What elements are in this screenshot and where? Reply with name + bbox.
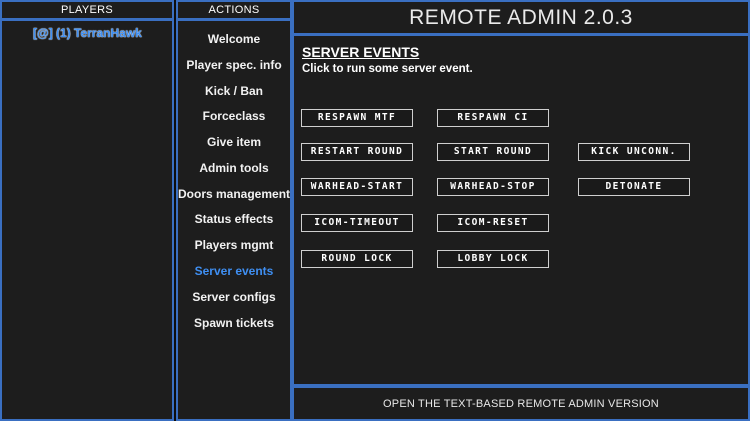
respawn-mtf-button[interactable]: RESPAWN MTF	[301, 109, 413, 127]
lobby-lock-button[interactable]: LOBBY LOCK	[437, 250, 549, 268]
round-lock-button[interactable]: ROUND LOCK	[301, 250, 413, 268]
action-players-mgmt[interactable]: Players mgmt	[194, 238, 274, 252]
action-welcome[interactable]: Welcome	[207, 32, 261, 46]
warhead-start-button[interactable]: WARHEAD-START	[301, 178, 413, 196]
open-text-ra-button[interactable]: OPEN THE TEXT-BASED REMOTE ADMIN VERSION	[292, 386, 750, 421]
actions-menu: Welcome Player spec. info Kick / Ban For…	[176, 19, 292, 421]
player-entry[interactable]: [@] (1) TerranHawk	[33, 26, 142, 40]
action-give-item[interactable]: Give item	[206, 135, 262, 149]
icom-timeout-button[interactable]: ICOM-TIMEOUT	[301, 214, 413, 232]
action-server-events[interactable]: Server events	[194, 264, 274, 278]
action-player-spec-info[interactable]: Player spec. info	[186, 58, 282, 72]
restart-round-button[interactable]: RESTART ROUND	[301, 143, 413, 161]
action-admin-tools[interactable]: Admin tools	[199, 161, 269, 175]
players-header: PLAYERS	[0, 0, 174, 20]
app-title: REMOTE ADMIN 2.0.3	[292, 0, 750, 35]
actions-header: ACTIONS	[176, 0, 292, 20]
action-doors-management[interactable]: Doors management	[178, 187, 291, 201]
action-status-effects[interactable]: Status effects	[194, 212, 274, 226]
start-round-button[interactable]: START ROUND	[437, 143, 549, 161]
respawn-ci-button[interactable]: RESPAWN CI	[437, 109, 549, 127]
action-server-configs[interactable]: Server configs	[192, 290, 276, 304]
server-events-panel: SERVER EVENTS Click to run some server e…	[292, 34, 750, 386]
action-spawn-tickets[interactable]: Spawn tickets	[193, 316, 275, 330]
section-title: SERVER EVENTS	[302, 44, 420, 60]
players-list: [@] (1) TerranHawk	[0, 19, 174, 421]
icom-reset-button[interactable]: ICOM-RESET	[437, 214, 549, 232]
action-forceclass[interactable]: Forceclass	[202, 109, 266, 123]
action-kick-ban[interactable]: Kick / Ban	[204, 84, 264, 98]
kick-unconnected-button[interactable]: KICK UNCONN.	[578, 143, 690, 161]
warhead-stop-button[interactable]: WARHEAD-STOP	[437, 178, 549, 196]
detonate-button[interactable]: DETONATE	[578, 178, 690, 196]
section-subtitle: Click to run some server event.	[302, 63, 473, 75]
